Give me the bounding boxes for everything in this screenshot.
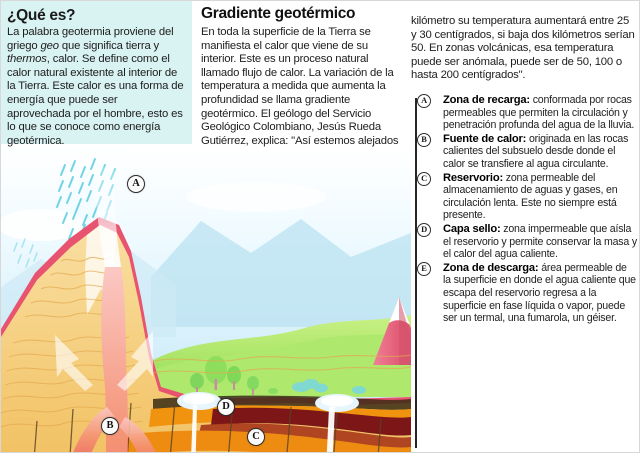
marker-b[interactable]: B xyxy=(101,417,119,435)
marker-c[interactable]: C xyxy=(247,428,265,446)
trees-group xyxy=(190,356,259,395)
legend-term-d: Capa sello: xyxy=(443,222,501,235)
legend-term-b: Fuente de calor: xyxy=(443,132,527,145)
magma-branch-right xyxy=(119,417,156,452)
gradiente-body: En toda la superficie de la Tierra se ma… xyxy=(201,26,399,160)
legend-bullet-e[interactable]: E xyxy=(417,261,431,276)
legend-item-b: B Fuente de calor: originada en las rocas… xyxy=(417,132,637,171)
steam-plume xyxy=(95,167,121,267)
que-es-italic-geo: geo xyxy=(40,39,60,52)
que-es-text-3: , calor. Se define como el calor natural… xyxy=(7,53,184,147)
legend-text-a: conformada por rocas permeables que perm… xyxy=(443,94,635,132)
dark-red-layer xyxy=(211,407,411,436)
legend-text-e: área permeable de la superficie en donde… xyxy=(443,261,636,325)
section-gradiente: Gradiente geotérmico En toda la superfic… xyxy=(201,1,403,160)
section-continuacion: kilómetro su temperatura aumentará entre… xyxy=(411,15,635,82)
legend-term-a: Zona de recarga: xyxy=(443,94,530,106)
discharge-pool-water xyxy=(183,393,215,405)
section-que-es: ¿Qué es? La palabra geotermia proviene d… xyxy=(1,1,192,147)
legend-text-c: zona permeable del almacenamiento de agu… xyxy=(443,171,618,222)
que-es-text-1: La palabra geotermia proviene del griego xyxy=(7,26,174,52)
legend-list: A Zona de recarga: conformada por rocas p… xyxy=(417,94,637,325)
marker-a[interactable]: A xyxy=(127,175,145,193)
que-es-italic-thermos: thermos xyxy=(7,53,47,66)
distant-mountains xyxy=(151,219,411,327)
marker-d[interactable]: D xyxy=(217,398,235,416)
legend-term-c: Reservorio: xyxy=(443,171,503,184)
legend-bullet-c[interactable]: C xyxy=(417,171,431,186)
magma-conduit xyxy=(101,267,128,452)
que-es-text-2: que significa tierra y xyxy=(58,39,160,52)
legend-item-e: E Zona de descarga: área permeable de la … xyxy=(417,261,637,325)
rain-drops-flank xyxy=(13,238,38,268)
legend-term-e: Zona de descarga: xyxy=(443,261,539,274)
legend-text-d: zona impermeable que aísla el reservorio… xyxy=(443,222,637,261)
legend-rail xyxy=(415,98,417,448)
orange-layer-2 xyxy=(117,430,411,452)
volcano-shadow xyxy=(399,297,411,365)
discharge-conduit-left xyxy=(191,405,197,452)
cloud-right xyxy=(186,182,326,212)
legend-bullet-d[interactable]: D xyxy=(417,222,431,237)
que-es-body: La palabra geotermia proviene del griego… xyxy=(7,26,184,148)
legend-item-d: D Capa sello: zona impermeable que aísla … xyxy=(417,222,637,261)
legend-bullet-b[interactable]: B xyxy=(417,132,431,147)
infiltration-arrows xyxy=(55,331,153,391)
que-es-title: ¿Qué es? xyxy=(7,7,76,24)
discharge-pool-water-right xyxy=(321,395,353,407)
legend-text-b: originada en las rocas calientes del sub… xyxy=(443,132,629,170)
cloud-left xyxy=(1,209,85,241)
gradiente-title: Gradiente geotérmico xyxy=(201,5,356,22)
cross-section-svg xyxy=(1,147,411,452)
legend-panel: A Zona de recarga: conformada por rocas p… xyxy=(415,94,637,452)
discharge-conduit-right xyxy=(326,407,335,452)
geothermal-cross-section-illustration: A B C D E xyxy=(1,147,411,452)
legend-bullet-a[interactable]: A xyxy=(417,94,431,108)
legend-item-c: C Reservorio: zona permeable del almacena… xyxy=(417,171,637,222)
legend-item-a: A Zona de recarga: conformada por rocas p… xyxy=(417,94,637,132)
